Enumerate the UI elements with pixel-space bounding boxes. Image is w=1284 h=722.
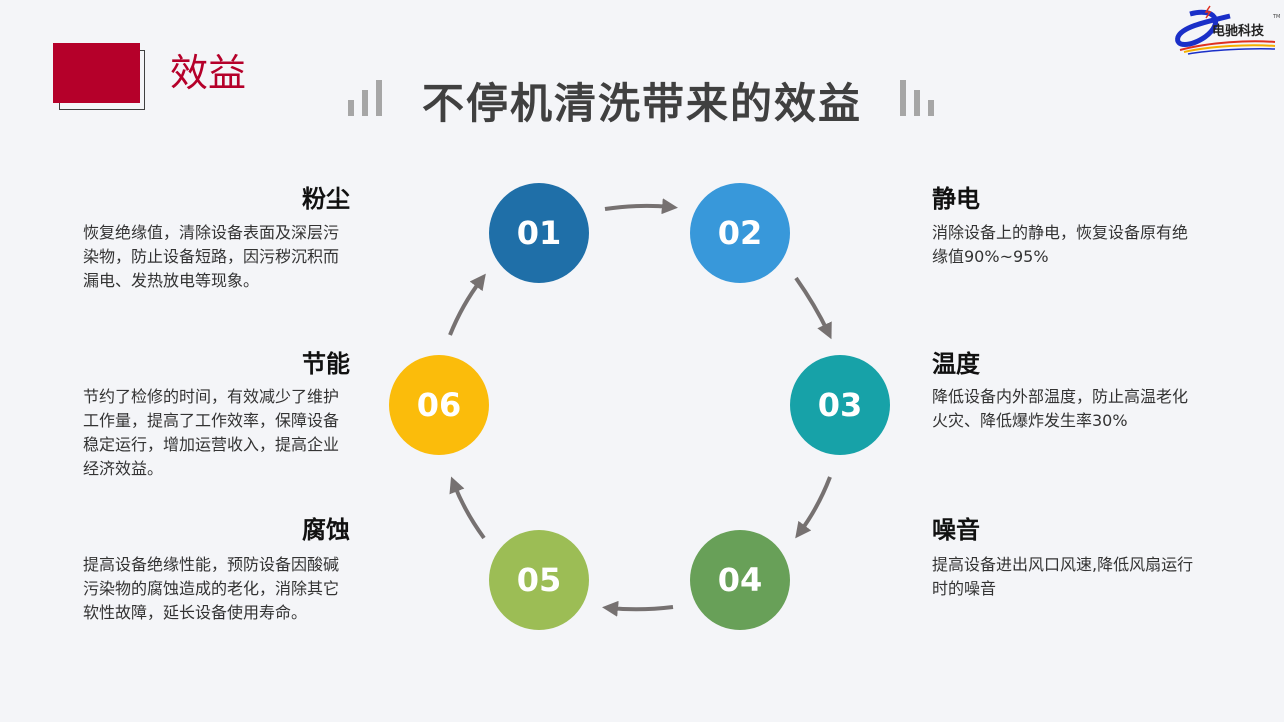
- step-number: 04: [717, 561, 763, 599]
- heading-dust: 粉尘: [302, 185, 350, 213]
- page-title: 不停机清洗带来的效益: [421, 79, 862, 128]
- arrow-01-02: [604, 198, 678, 215]
- title-bars-right-icon: [900, 76, 940, 116]
- step-circle-04: 04: [690, 530, 790, 630]
- step-number: 01: [516, 214, 562, 252]
- step-circle-02: 02: [690, 183, 790, 283]
- step-circle-03: 03: [790, 355, 890, 455]
- desc-noise: 提高设备进出风口风速,降低风扇运行时的噪音: [932, 555, 1194, 598]
- step-number: 06: [416, 386, 462, 424]
- section-marker-block: [53, 43, 140, 103]
- step-circle-05: 05: [489, 530, 589, 630]
- desc-temperature: 降低设备内外部温度，防止高温老化火灾、降低爆炸发生率30%: [932, 387, 1189, 430]
- arrow-06-01: [448, 273, 486, 336]
- title-bars-left-icon: [348, 76, 388, 116]
- step-number: 02: [717, 214, 763, 252]
- heading-energy: 节能: [302, 350, 350, 378]
- desc-corrosion: 提高设备绝缘性能，预防设备因酸碱污染物的腐蚀造成的老化，消除其它软性故障，延长设…: [83, 555, 340, 622]
- step-number: 03: [817, 386, 863, 424]
- step-circle-01: 01: [489, 183, 589, 283]
- arrow-05-06: [449, 476, 486, 540]
- company-logo: 电驰科技 TM: [1170, 2, 1282, 58]
- heading-noise: 噪音: [932, 516, 980, 544]
- desc-dust: 恢复绝缘值，清除设备表面及深层污染物，防止设备短路，因污秽沉积而漏电、发热放电等…: [83, 223, 340, 290]
- arrow-03-04: [795, 476, 832, 539]
- desc-static: 消除设备上的静电，恢复设备原有绝缘值90%~95%: [932, 223, 1189, 266]
- svg-text:TM: TM: [1272, 14, 1280, 20]
- step-circle-06: 06: [389, 355, 489, 455]
- svg-text:电驰科技: 电驰科技: [1212, 23, 1265, 39]
- step-number: 05: [516, 561, 562, 599]
- heading-temperature: 温度: [932, 350, 980, 378]
- arrow-04-05: [602, 600, 674, 617]
- desc-energy: 节约了检修的时间，有效减少了维护工作量，提高了工作效率，保障设备稳定运行，增加运…: [83, 387, 340, 478]
- section-title: 效益: [170, 51, 247, 95]
- heading-corrosion: 腐蚀: [302, 516, 350, 544]
- arrow-02-03: [794, 276, 832, 340]
- heading-static: 静电: [932, 185, 980, 213]
